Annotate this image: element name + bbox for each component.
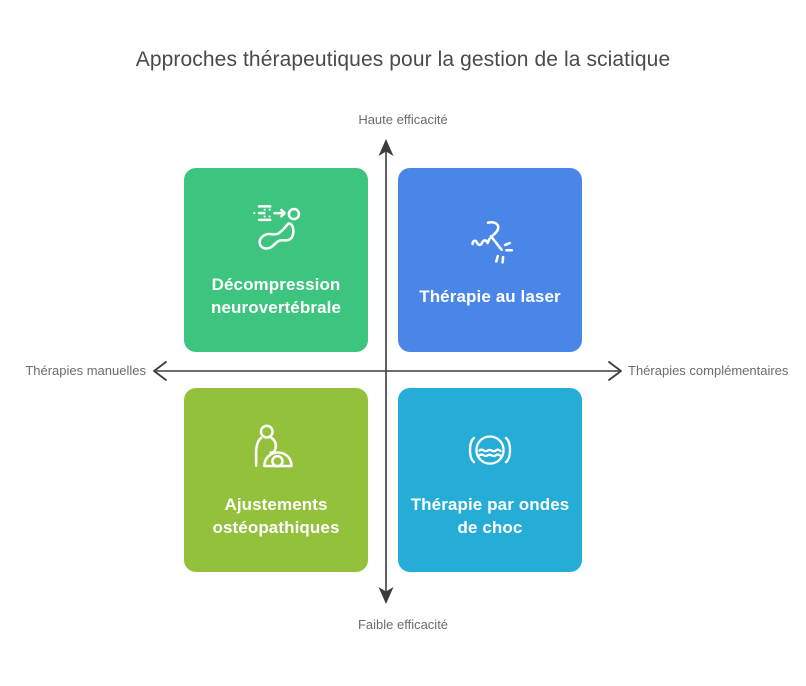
quadrant-card-osteopathic[interactable]: Ajustements ostéopathiques [184,388,368,572]
spine-decompression-icon [253,205,301,250]
page-title: Approches thérapeutiques pour la gestion… [135,48,671,71]
axis-arrow-down-icon [378,587,394,604]
axis-arrow-right-icon [608,361,622,381]
axis-label-left: Thérapies manuelles [25,363,146,378]
axis-arrow-up-icon [378,139,394,156]
shockwave-icon [468,435,512,465]
laser-beam-icon [471,220,514,264]
quadrant-card-shockwave[interactable]: Thérapie par ondes de choc [398,388,582,572]
axis-label-top: Haute efficacité [358,112,448,127]
quadrant-card-decompression[interactable]: Décompression neurovertébrale [184,168,368,352]
quadrant-card-label: Décompression neurovertébrale [211,275,341,317]
quadrant-card-label: Ajustements ostéopathiques [212,495,340,537]
osteopathic-adjustment-icon [254,424,293,468]
quadrant-card-label: Thérapie par ondes de choc [410,495,570,537]
quadrant-card-label: Thérapie au laser [419,286,561,306]
quadrant-card-laser[interactable]: Thérapie au laser [398,168,582,352]
axis-arrow-left-icon [153,361,167,381]
axis-label-bottom: Faible efficacité [357,617,449,632]
axis-label-right: Thérapies complémentaires [628,363,789,378]
